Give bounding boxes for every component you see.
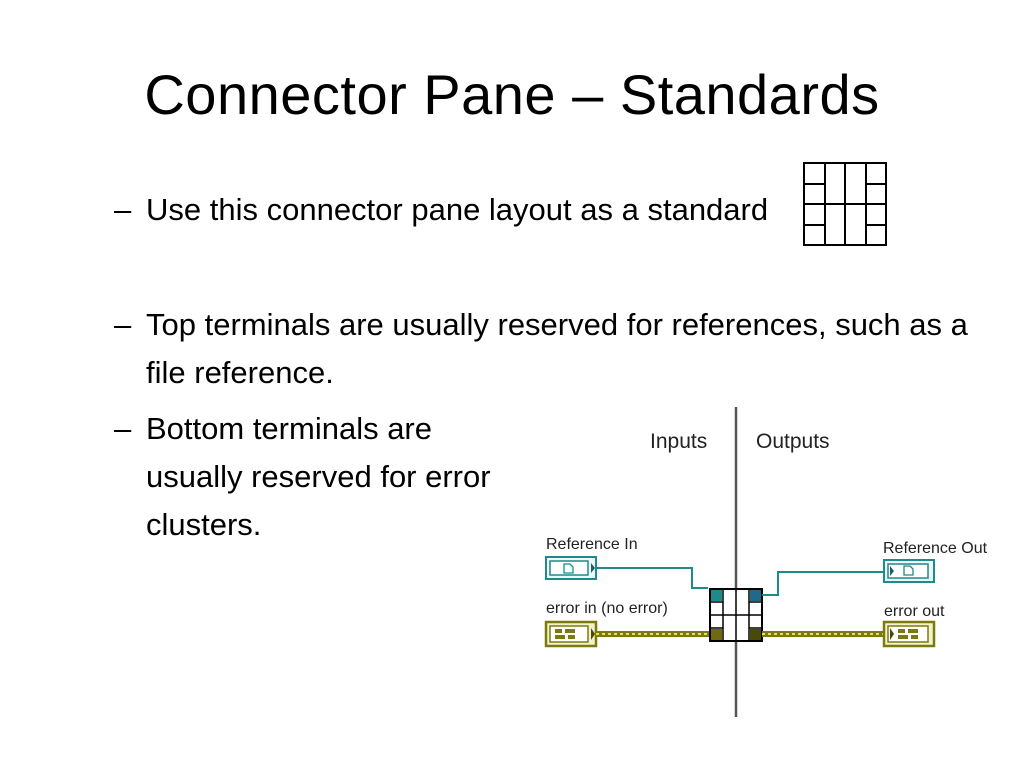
reference-in-terminal	[545, 556, 597, 580]
reference-in-label: Reference In	[546, 536, 638, 553]
subvi-connector-pane	[709, 588, 763, 642]
bullet-dash: –	[114, 307, 132, 342]
bullet-text: Top terminals are usually reserved for r…	[146, 307, 968, 390]
error-in-label: error in (no error)	[546, 600, 668, 617]
connector-pane-icon	[803, 162, 887, 246]
error-out-terminal	[882, 620, 936, 648]
bullet-top-terminals: – Top terminals are usually reserved for…	[114, 301, 994, 397]
reference-out-terminal	[883, 559, 935, 583]
outputs-label: Outputs	[756, 430, 830, 453]
error-in-terminal	[544, 620, 598, 648]
reference-in-wire	[596, 567, 708, 589]
connector-wiring-diagram: Inputs Outputs Reference In error in (no…	[544, 407, 988, 717]
bullet-text: Bottom terminals are usually reserved fo…	[146, 411, 491, 542]
reference-out-wire	[762, 571, 884, 596]
bullet-dash: –	[114, 192, 132, 227]
reference-out-label: Reference Out	[883, 540, 988, 557]
bullet-bottom-terminals: – Bottom terminals are usually reserved …	[114, 405, 534, 549]
slide-title: Connector Pane – Standards	[144, 63, 880, 126]
bullet-standard-layout: – Use this connector pane layout as a st…	[114, 186, 1014, 234]
error-out-label: error out	[884, 603, 945, 620]
bullet-dash: –	[114, 411, 132, 446]
bullet-text: Use this connector pane layout as a stan…	[146, 192, 769, 227]
inputs-label: Inputs	[650, 430, 707, 453]
